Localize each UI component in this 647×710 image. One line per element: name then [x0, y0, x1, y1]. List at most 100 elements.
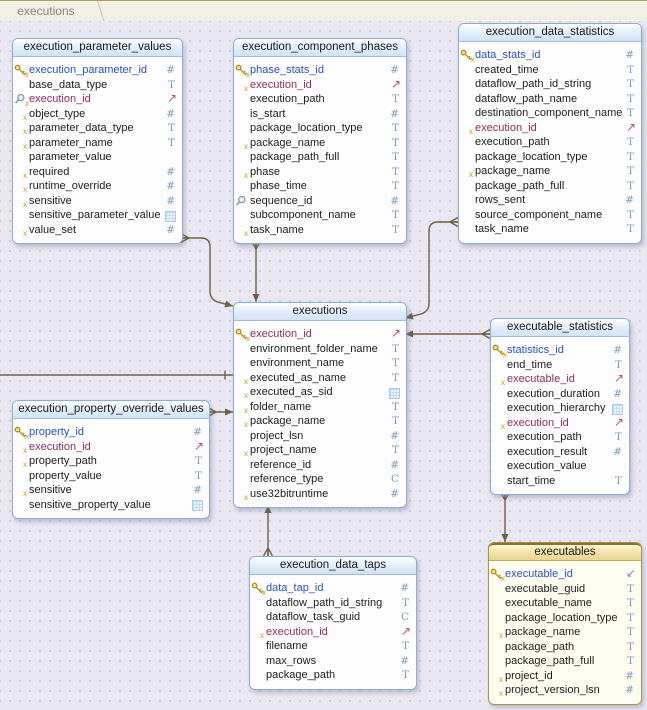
- field-sequence_id[interactable]: sequence_id#: [234, 194, 406, 209]
- field-execution_duration[interactable]: execution_duration#: [491, 387, 629, 402]
- table-title-executable_statistics[interactable]: executable_statistics: [491, 319, 629, 337]
- field-sensitive_parameter_value[interactable]: sensitive_parameter_value: [13, 208, 182, 223]
- field-max_rows[interactable]: max_rows#: [250, 654, 416, 669]
- field-sensitive_property_value[interactable]: sensitive_property_value: [13, 498, 209, 513]
- field-parameter_value[interactable]: parameter_value: [13, 150, 182, 165]
- table-title-execution_component_phases[interactable]: execution_component_phases: [234, 39, 406, 57]
- table-title-execution_data_statistics[interactable]: execution_data_statistics: [459, 24, 641, 42]
- table-title-executables[interactable]: executables: [489, 543, 641, 561]
- field-reference_id[interactable]: reference_id#: [234, 458, 406, 473]
- table-title-execution_property_override_values[interactable]: execution_property_override_values: [13, 401, 209, 419]
- field-is_start[interactable]: is_start#: [234, 107, 406, 122]
- diagram-tab-executions[interactable]: executions: [0, 1, 105, 21]
- relationship-line-execution_parameter_values-to-executions[interactable]: [181, 237, 234, 307]
- field-project_lsn[interactable]: project_lsn#: [234, 429, 406, 444]
- field-execution_result[interactable]: execution_result#: [491, 445, 629, 460]
- relationship-line-execution_data_statistics-to-executions[interactable]: [404, 221, 458, 319]
- table-title-execution_parameter_values[interactable]: execution_parameter_values: [13, 39, 182, 57]
- table-title-execution_data_taps[interactable]: execution_data_taps: [250, 557, 416, 575]
- table-title-executions[interactable]: executions: [234, 303, 406, 321]
- field-execution_hierarchy[interactable]: execution_hierarchy: [491, 401, 629, 416]
- field-execution_value[interactable]: execution_value: [491, 459, 629, 474]
